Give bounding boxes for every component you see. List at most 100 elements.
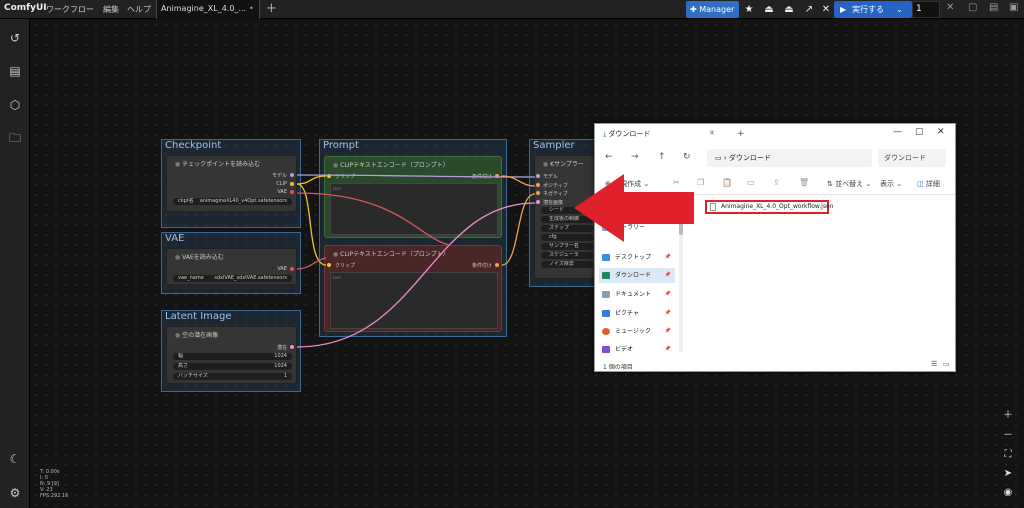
- star-icon[interactable]: ★: [744, 4, 754, 15]
- minimize-icon[interactable]: —: [893, 127, 902, 137]
- link-latent: [296, 202, 536, 348]
- pin-icon: 📌: [664, 346, 671, 352]
- node-clip-negative[interactable]: CLIPテキストエンコード（プロンプト） クリップ 条件付け text: [324, 245, 502, 332]
- cfg-widget[interactable]: cfg: [541, 234, 593, 241]
- output-vae-dot[interactable]: [290, 190, 294, 194]
- link-model: [296, 174, 536, 178]
- sampler-name-widget[interactable]: サンプラー名: [541, 243, 593, 250]
- scheduler-widget[interactable]: スケジューラ: [541, 252, 593, 259]
- close-icon[interactable]: ✕: [821, 4, 831, 15]
- file-explorer-window[interactable]: ⤓ ダウンロード ✕ + — ▢ ✕ ← → ↑ ↻ ▭ › ダウンロード ダウ…: [594, 123, 956, 372]
- theme-moon-icon[interactable]: ☾: [9, 452, 21, 466]
- refresh-icon[interactable]: ↻: [683, 152, 691, 162]
- settings-gear-icon[interactable]: ⚙: [9, 486, 21, 500]
- workflows-folder-icon[interactable]: 🗀: [8, 131, 21, 145]
- history-icon[interactable]: ↺: [9, 31, 21, 45]
- copy-icon[interactable]: ❐: [697, 178, 705, 187]
- details-button[interactable]: ◫ 詳細: [917, 180, 940, 188]
- menu-help[interactable]: ヘルプ: [127, 5, 151, 14]
- node-library-icon[interactable]: ⬡: [9, 98, 21, 112]
- steps-widget[interactable]: ステップ: [541, 225, 593, 232]
- tab-close-icon[interactable]: ✕: [709, 129, 715, 137]
- cancel-icon[interactable]: ✕: [946, 2, 955, 13]
- node-checkpoint-loader[interactable]: チェックポイントを読み込む モデル CLIP VAE ckpt名 animagi…: [166, 155, 297, 212]
- nav-item-documents[interactable]: ドキュメント📌: [599, 287, 675, 302]
- pin-icon: 📌: [664, 291, 671, 297]
- maximize-icon[interactable]: ▢: [915, 127, 924, 137]
- canvas-tools: ＋ － ⛶ ➤ ◉: [996, 405, 1020, 505]
- bottom-panel-icon[interactable]: ▤: [989, 2, 999, 13]
- zoom-out-icon[interactable]: －: [1003, 430, 1013, 441]
- seed-widget[interactable]: シード: [541, 207, 593, 214]
- fullscreen-icon[interactable]: ▣: [1009, 2, 1019, 13]
- toggle-links-icon[interactable]: ◉: [1003, 487, 1013, 498]
- up-icon[interactable]: ↑: [658, 152, 666, 162]
- rename-icon[interactable]: ▭: [747, 178, 755, 187]
- menu-edit[interactable]: 編集: [103, 5, 119, 14]
- denoise-widget[interactable]: ノイズ除去: [541, 261, 593, 268]
- nav-item-pictures[interactable]: ピクチャ📌: [599, 306, 675, 321]
- output-conditioning-dot[interactable]: [495, 174, 499, 178]
- cut-icon[interactable]: ✂: [673, 178, 680, 187]
- file-item-workflow-json[interactable]: Animagine_XL_4.0_Opt_workflow.json: [705, 200, 833, 214]
- link-clip-negative: [296, 183, 327, 266]
- share-icon[interactable]: ↗: [804, 4, 814, 15]
- view-button[interactable]: 表示 ⌄: [880, 180, 903, 188]
- output-latent-dot[interactable]: [290, 345, 294, 349]
- tile-view-icon[interactable]: ▭: [943, 360, 950, 368]
- input-positive-dot[interactable]: [536, 183, 540, 187]
- chevron-down-icon[interactable]: ⌄: [896, 5, 903, 14]
- download-model-icon[interactable]: ⏏: [764, 4, 774, 15]
- panel-icon[interactable]: ▢: [968, 2, 978, 13]
- paste-icon[interactable]: 📋: [722, 178, 732, 187]
- update-icon[interactable]: ⏏: [784, 4, 794, 15]
- nav-item-videos[interactable]: ビデオ📌: [599, 342, 675, 357]
- output-conditioning-dot[interactable]: [495, 263, 499, 267]
- share-icon[interactable]: ⇪: [773, 178, 780, 187]
- fit-view-icon[interactable]: ⛶: [1004, 449, 1012, 460]
- explorer-tab[interactable]: ⤓ ダウンロード ✕: [603, 129, 715, 138]
- tab-close-icon[interactable]: •: [249, 4, 254, 13]
- vae-name-widget[interactable]: vae_name sdxlVAE_sdxlVAE.safetensors: [173, 275, 292, 282]
- new-tab-icon[interactable]: +: [266, 1, 277, 16]
- node-vae-loader[interactable]: VAEを読み込む VAE vae_name sdxlVAE_sdxlVAE.sa…: [166, 248, 297, 285]
- delete-icon[interactable]: 🗑: [799, 178, 810, 187]
- input-latent-dot[interactable]: [536, 200, 540, 204]
- ckpt-name-widget[interactable]: ckpt名 animagineXL40_v4Opt.safetensors: [173, 198, 292, 205]
- nav-item-music[interactable]: ミュージック📌: [599, 324, 675, 339]
- output-vae-dot[interactable]: [290, 267, 294, 271]
- input-model-dot[interactable]: [536, 174, 540, 178]
- zoom-in-icon[interactable]: ＋: [1003, 410, 1013, 421]
- menu-workflow[interactable]: ワークフロー: [46, 5, 94, 14]
- output-clip-dot[interactable]: [290, 182, 294, 186]
- manager-button[interactable]: ✚ Manager: [686, 1, 739, 18]
- list-view-icon[interactable]: ☰: [931, 360, 938, 368]
- new-button[interactable]: ⊕ 新規作成 ⌄: [605, 180, 650, 188]
- sort-button[interactable]: ⇅ 並べ替え ⌄: [827, 180, 872, 188]
- close-window-icon[interactable]: ✕: [937, 127, 945, 137]
- control-after-generate-widget[interactable]: 生成後の制御: [541, 216, 593, 223]
- pin-icon: 📌: [664, 328, 671, 334]
- output-model-dot[interactable]: [290, 173, 294, 177]
- input-negative-dot[interactable]: [536, 191, 540, 195]
- negative-prompt-textarea[interactable]: text: [330, 272, 498, 329]
- model-library-icon[interactable]: ▤: [9, 64, 21, 78]
- run-button[interactable]: ▶ 実行する ⌄: [834, 1, 912, 18]
- forward-icon[interactable]: →: [631, 152, 639, 162]
- queue-count-input[interactable]: 1: [912, 1, 940, 18]
- new-tab-icon[interactable]: +: [737, 129, 745, 139]
- back-icon[interactable]: ←: [605, 152, 613, 162]
- workflow-tab[interactable]: Animagine_XL_4.0_... •: [156, 0, 260, 19]
- select-mode-icon[interactable]: ➤: [1003, 468, 1013, 479]
- input-clip-dot[interactable]: [327, 174, 331, 178]
- input-clip-dot[interactable]: [327, 263, 331, 267]
- address-bar[interactable]: ▭ › ダウンロード: [707, 149, 872, 167]
- nav-item-downloads[interactable]: ダウンロード📌: [599, 268, 675, 283]
- search-input[interactable]: ダウンロード: [878, 149, 946, 167]
- nav-item-desktop[interactable]: デスクトップ📌: [599, 250, 675, 265]
